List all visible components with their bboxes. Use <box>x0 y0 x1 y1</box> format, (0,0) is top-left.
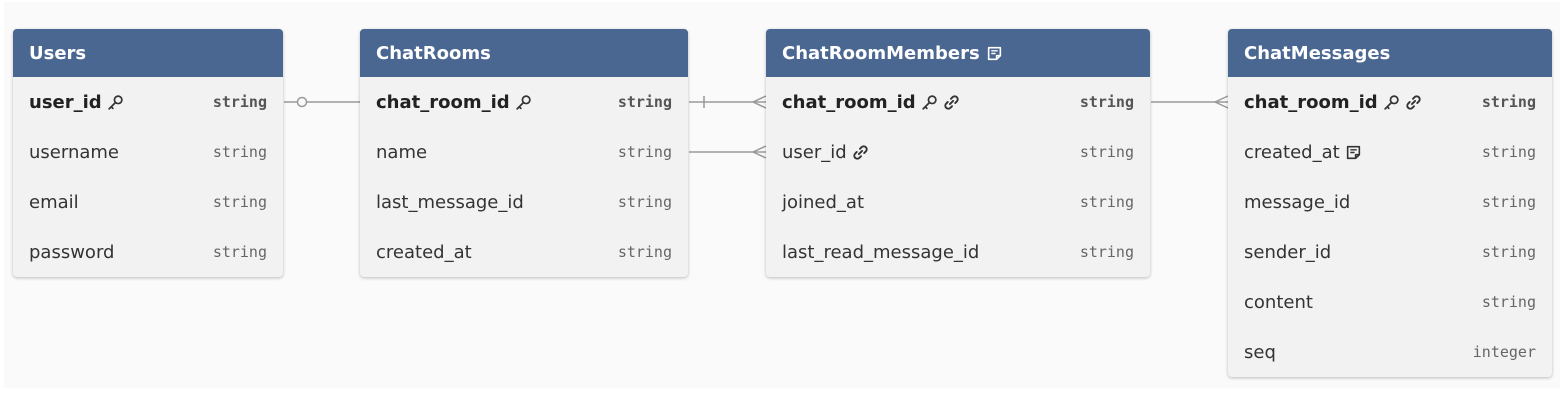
field-name: password <box>29 241 115 263</box>
field-row[interactable]: created_at string <box>1228 127 1552 177</box>
key-icon <box>107 94 124 111</box>
field-type: string <box>617 243 672 261</box>
field-type: string <box>1079 193 1134 211</box>
field-row[interactable]: message_id string <box>1228 177 1552 227</box>
table-title: Users <box>29 42 87 64</box>
field-name: user_id <box>29 91 102 113</box>
field-type: string <box>1079 143 1134 161</box>
field-type: string <box>1481 93 1536 111</box>
link-icon <box>852 144 869 161</box>
field-type: string <box>212 143 267 161</box>
field-row[interactable]: joined_at string <box>766 177 1150 227</box>
link-icon <box>943 94 960 111</box>
field-row[interactable]: seq integer <box>1228 327 1552 377</box>
table-chatrooms[interactable]: ChatRooms chat_room_id string name strin… <box>360 29 688 277</box>
field-name: user_id <box>782 141 847 163</box>
table-chatroommembers[interactable]: ChatRoomMembers chat_room_id string user… <box>766 29 1150 277</box>
field-type: string <box>1079 93 1134 111</box>
field-type: string <box>1481 243 1536 261</box>
field-name: chat_room_id <box>1244 91 1378 113</box>
field-type: string <box>212 243 267 261</box>
field-type: string <box>1481 293 1536 311</box>
field-type: string <box>617 93 672 111</box>
key-icon <box>921 94 938 111</box>
field-name: last_message_id <box>376 191 524 213</box>
field-row[interactable]: username string <box>13 127 283 177</box>
field-name: name <box>376 141 428 163</box>
field-row[interactable]: sender_id string <box>1228 227 1552 277</box>
field-name: chat_room_id <box>782 91 916 113</box>
field-name: seq <box>1244 341 1276 363</box>
field-type: string <box>1079 243 1134 261</box>
field-row[interactable]: chat_room_id string <box>766 77 1150 127</box>
field-type: string <box>212 93 267 111</box>
field-name: last_read_message_id <box>782 241 980 263</box>
link-icon <box>1405 94 1422 111</box>
field-row[interactable]: email string <box>13 177 283 227</box>
field-name: chat_room_id <box>376 91 510 113</box>
field-type: string <box>1481 143 1536 161</box>
note-icon[interactable] <box>1345 144 1362 161</box>
field-row[interactable]: password string <box>13 227 283 277</box>
field-name: sender_id <box>1244 241 1332 263</box>
table-chatmessages[interactable]: ChatMessages chat_room_id string created… <box>1228 29 1552 377</box>
table-header[interactable]: ChatMessages <box>1228 29 1552 77</box>
field-type: string <box>1481 193 1536 211</box>
field-row[interactable]: last_message_id string <box>360 177 688 227</box>
field-type: string <box>617 193 672 211</box>
field-name: username <box>29 141 119 163</box>
field-row[interactable]: chat_room_id string <box>360 77 688 127</box>
table-header[interactable]: ChatRoomMembers <box>766 29 1150 77</box>
field-row[interactable]: chat_room_id string <box>1228 77 1552 127</box>
field-type: string <box>617 143 672 161</box>
field-name: content <box>1244 291 1313 313</box>
field-row[interactable]: name string <box>360 127 688 177</box>
table-header[interactable]: Users <box>13 29 283 77</box>
field-name: joined_at <box>782 191 865 213</box>
table-title: ChatRooms <box>376 42 491 64</box>
note-icon[interactable] <box>986 45 1003 62</box>
field-name: message_id <box>1244 191 1351 213</box>
table-users[interactable]: Users user_id string username string ema… <box>13 29 283 277</box>
field-name: created_at <box>376 241 472 263</box>
table-title: ChatMessages <box>1244 42 1391 64</box>
field-type: integer <box>1472 343 1536 361</box>
field-name: email <box>29 191 79 213</box>
table-header[interactable]: ChatRooms <box>360 29 688 77</box>
field-row[interactable]: content string <box>1228 277 1552 327</box>
field-row[interactable]: user_id string <box>13 77 283 127</box>
field-name: created_at <box>1244 141 1340 163</box>
field-row[interactable]: user_id string <box>766 127 1150 177</box>
table-title: ChatRoomMembers <box>782 42 980 64</box>
key-icon <box>1383 94 1400 111</box>
key-icon <box>515 94 532 111</box>
field-row[interactable]: last_read_message_id string <box>766 227 1150 277</box>
field-row[interactable]: created_at string <box>360 227 688 277</box>
field-type: string <box>212 193 267 211</box>
